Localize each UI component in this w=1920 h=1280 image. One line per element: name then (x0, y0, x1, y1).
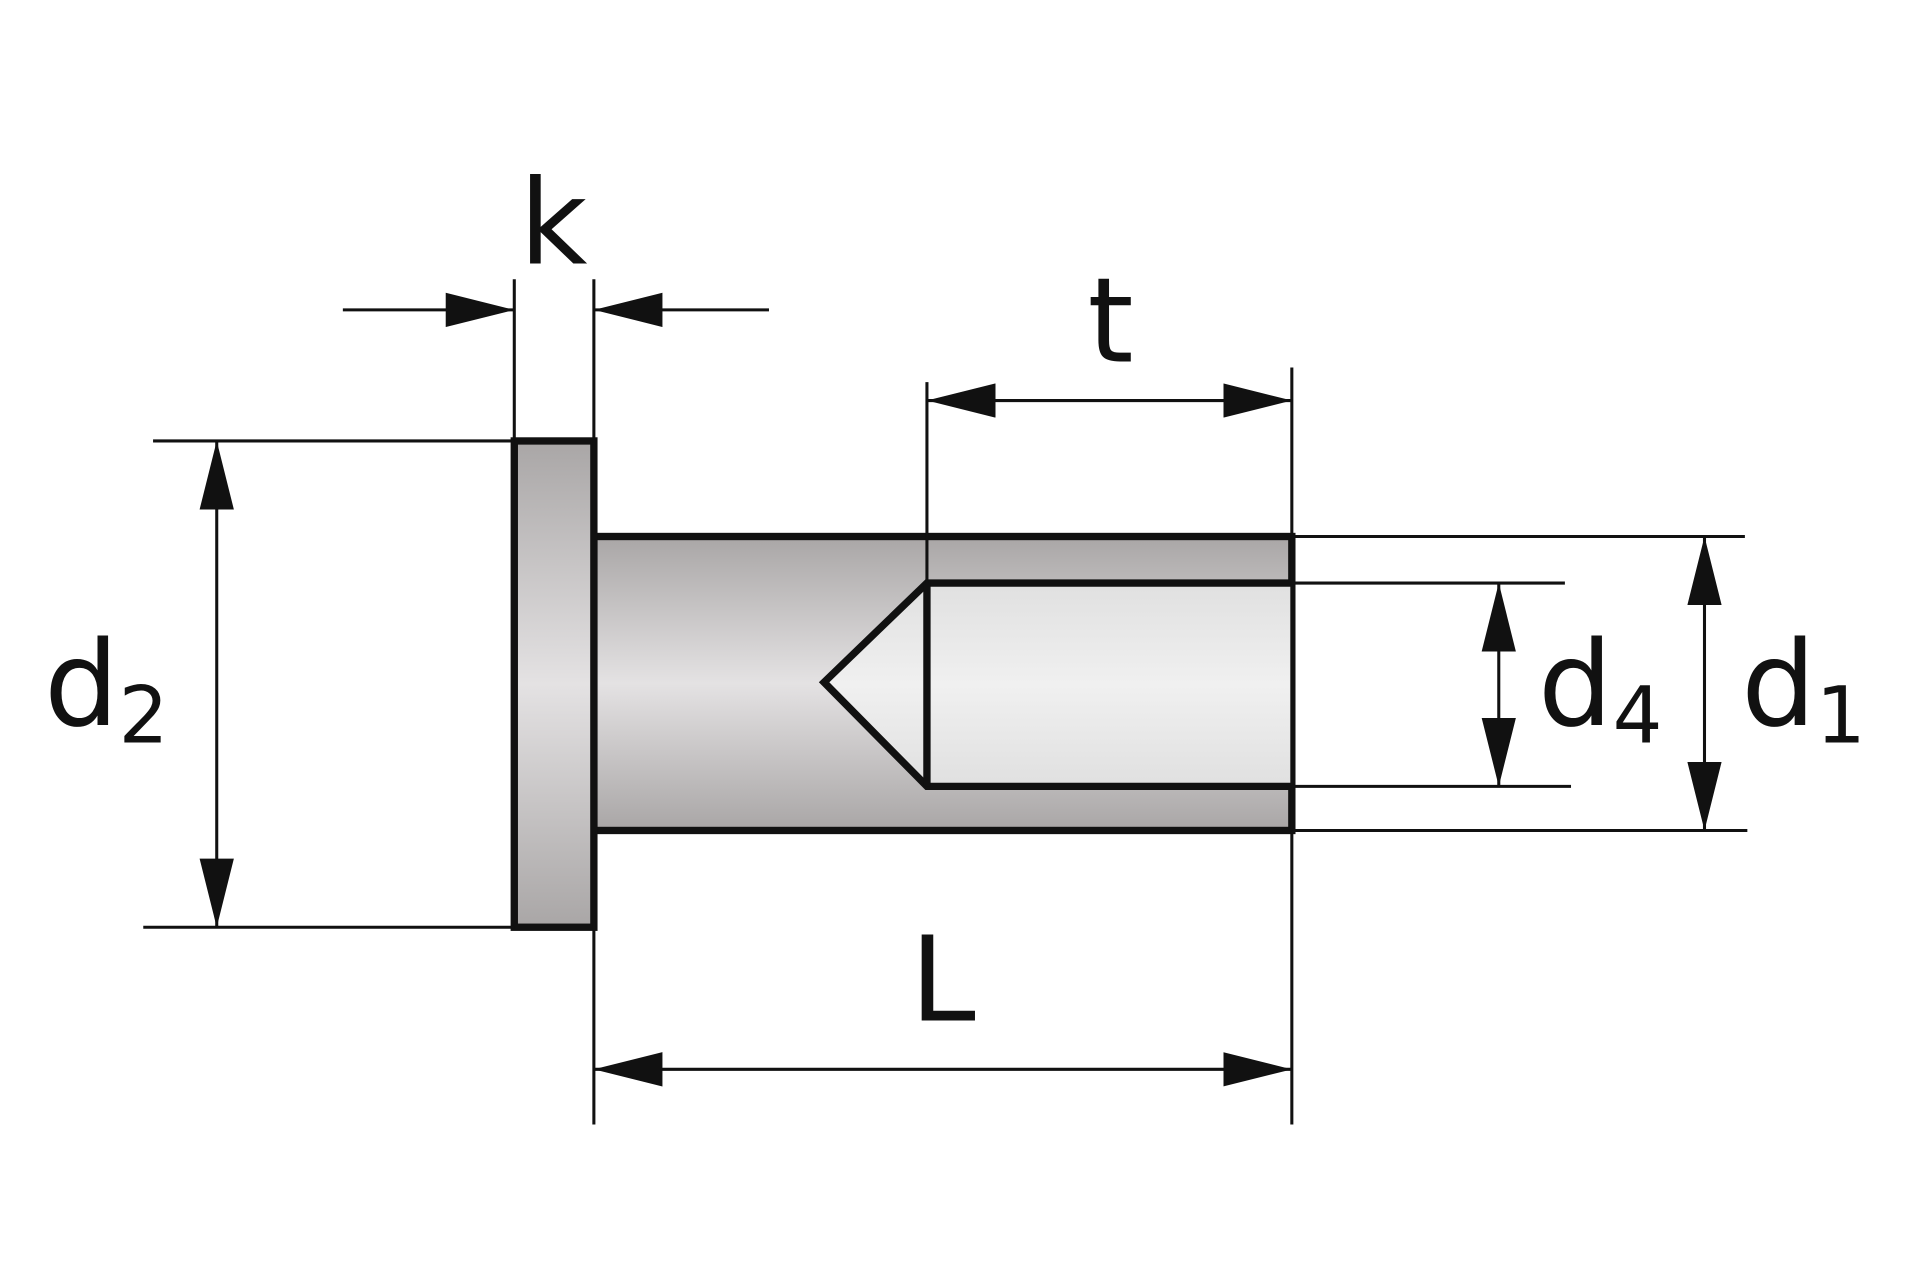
label-t: t (1088, 252, 1134, 389)
dimension-t: t (925, 252, 1294, 1125)
label-d1: d1 (1741, 616, 1865, 761)
label-d2: d2 (44, 616, 168, 761)
dimension-d4: d4 (1291, 581, 1662, 788)
label-L: L (910, 911, 975, 1048)
label-d4: d4 (1538, 616, 1662, 761)
dimension-d1: d1 (1291, 534, 1866, 832)
dimension-d2: d2 (44, 439, 515, 929)
dimension-L: L (592, 830, 1292, 1125)
pin-head (510, 437, 598, 931)
dimension-k: k (342, 154, 769, 535)
pin-part (510, 437, 1296, 931)
label-k: k (519, 154, 587, 291)
blind-bore (818, 579, 1292, 791)
